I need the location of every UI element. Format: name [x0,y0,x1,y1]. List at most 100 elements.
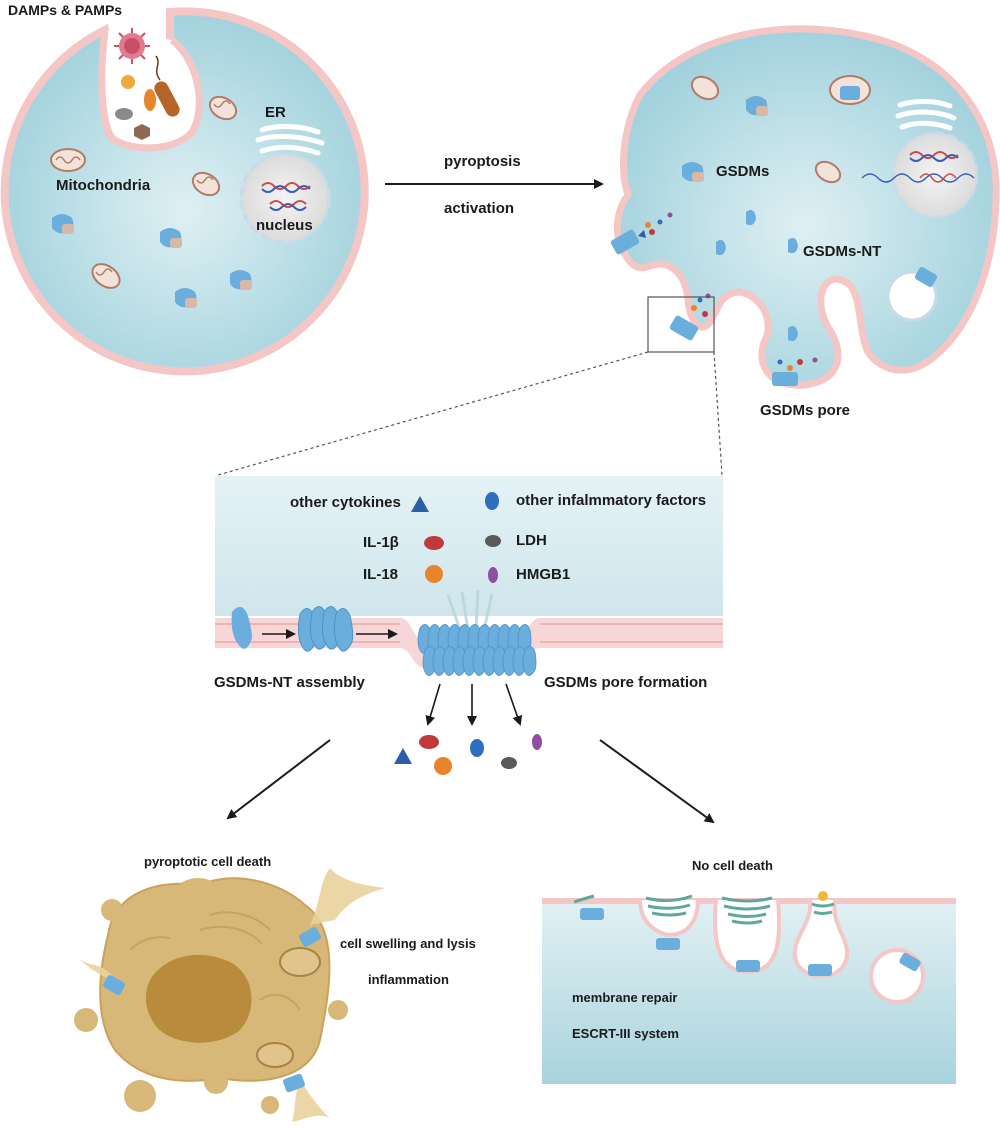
zoom-connector [217,351,649,476]
virus-icon [114,28,150,64]
zoom-box [647,296,715,353]
membrane-repair-panel [542,891,956,1084]
gsdm-pore-icon [417,624,537,676]
legend-label-il18: IL-18 [363,566,399,583]
mitochondrion-icon [279,947,321,977]
escrt-iii-spiral-icon [645,894,693,917]
legend-dot-ldh [485,535,501,547]
escrt-iii-spiral-icon [811,902,835,915]
gsdm-nt-icon [788,326,798,342]
legend-label-inflammatory: other infalmmatory factors [516,492,707,509]
nucleus-icon [861,131,979,219]
resting-cell [0,7,369,376]
bleb [261,1096,279,1114]
bleb [204,1070,228,1094]
legend-label-hmgb1: HMGB1 [516,566,571,583]
outcome-arrow-right [599,739,715,824]
legend-dot-hmgb1 [488,567,498,583]
inflammation-label: inflammation [368,972,449,987]
particle-orange-oval [144,89,156,111]
nucleus-icon [239,152,331,244]
gsdm-pore-icon [298,927,322,947]
pore-formation-label: GSDMs pore formation [544,674,708,691]
bleb [328,1000,348,1020]
gsdm-pore-icon [669,315,699,341]
released-cytokine [394,748,412,764]
mitochondria-label: Mitochondria [56,177,151,194]
pore-subunit [522,646,537,676]
mitochondrion-icon [50,148,86,172]
pyroptotic-cell [610,25,1000,389]
bleb [124,1080,156,1112]
gsdm-pore-icon [808,964,832,976]
gsdm-nt-icon [716,240,726,256]
legend-label-ldh: LDH [516,532,547,549]
gsdm-pore-icon [283,1073,305,1093]
gsdm-protein-icon [682,162,704,182]
mitochondrion-icon [256,1042,294,1068]
gsdm-nt-monomer-icon [231,606,252,649]
content-leak [292,1080,330,1122]
pyroptotic-death-title: pyroptotic cell death [144,854,272,869]
er-icon [255,124,325,156]
gsdm-oligomer-icon [297,606,354,652]
released-hmgb1 [532,734,542,750]
released-inflammatory [470,739,484,757]
vps4-icon [818,891,828,901]
gsdm-nt-icon [746,210,756,226]
legend-label-cytokines: other cytokines [290,494,401,511]
gsdm-protein-icon [746,96,768,116]
gsdm-protein-icon [175,288,197,308]
condensed-nucleus [145,954,252,1043]
legend-triangle-cytokines [411,496,429,512]
gsdm-pore-icon [914,267,938,287]
zoom-panel [215,476,723,775]
particle-grey [115,108,133,120]
swelling-lysis-label: cell swelling and lysis [340,936,476,951]
gsdm-pore-icon [580,908,604,920]
escrt-iii-spiral-icon [721,896,773,925]
mitochondrion-icon [814,160,842,184]
transition-label-bottom: activation [444,200,515,217]
bleb [101,899,123,921]
gsdm-pore-icon [772,372,798,386]
bleb [74,1008,98,1032]
outcome-arrow-left [226,739,331,820]
nucleus-label: nucleus [256,217,313,234]
er-label: ER [265,104,286,121]
bleb [176,878,220,906]
gsdm-protein-icon [230,270,252,290]
gsdm-pore-icon [610,229,640,255]
legend-label-il1b: IL-1β [363,534,399,551]
vesicle [869,948,925,1004]
released-ldh [501,757,517,769]
legend-dot-il18 [425,565,443,583]
content-leak [78,958,112,980]
escrt-iii-filament-icon [573,894,595,904]
mitochondrion-icon [208,95,238,121]
damps-pamps-label: DAMPs & PAMPs [8,2,123,18]
zoom-connector [713,351,723,476]
release-arrow [505,683,523,726]
gsdm-protein-icon [52,214,74,234]
escrt-iii-label: ESCRT-III system [572,1026,679,1041]
gsdms-nt-label: GSDMs-NT [803,243,882,260]
no-cell-death-title: No cell death [692,858,773,873]
released-il1b [419,735,439,749]
legend-dot-inflammatory [485,492,499,510]
gsdm-pore-icon [899,952,921,972]
membrane-repair-label: membrane repair [572,990,678,1005]
er-icon [895,98,957,131]
assembly-label: GSDMs-NT assembly [214,674,365,691]
gsdm-pore-icon [736,960,760,972]
mitochondrion-icon [191,171,221,197]
lysed-cell [74,868,385,1122]
particle-brown [134,124,150,140]
gsdms-pore-label: GSDMs pore [760,402,851,419]
bacterium-icon [154,81,180,117]
release-arrow [425,683,441,726]
transition-label-top: pyroptosis [444,153,521,170]
legend-dot-il1b [424,536,444,550]
